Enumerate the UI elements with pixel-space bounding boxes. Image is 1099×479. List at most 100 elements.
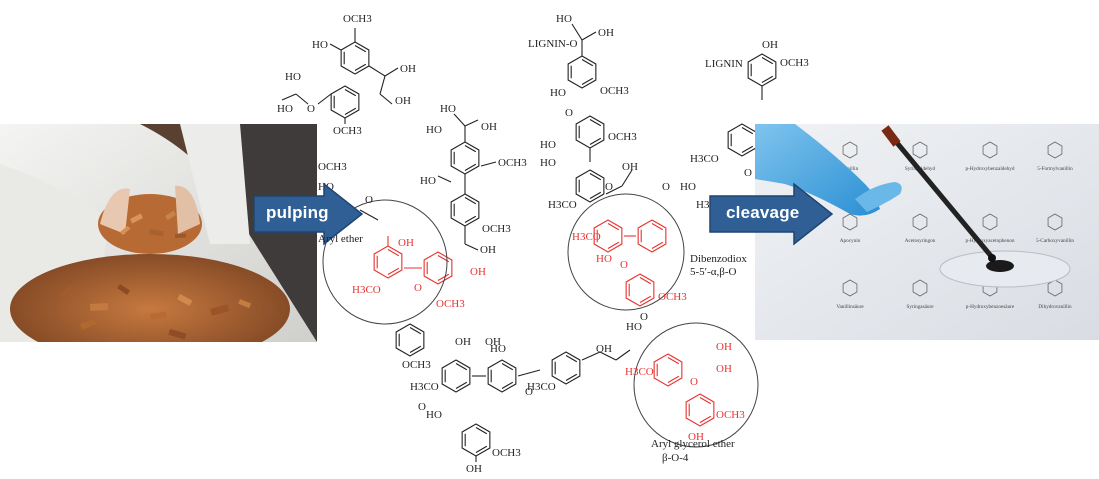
group-label-oh: OH [622, 161, 638, 173]
bond [480, 161, 497, 167]
highlighted-ring [625, 273, 655, 307]
aromatic-double-bond [651, 223, 664, 231]
aromatic-double-bond [455, 381, 468, 389]
group-label-ho: HO [490, 343, 506, 355]
group-label-ho: HO [285, 71, 301, 83]
product-structure-sketch [912, 279, 928, 297]
group-label-ho: HO [556, 13, 572, 25]
product-structure-sketch [982, 213, 998, 231]
highlighted-ring [637, 219, 667, 253]
group-label-och3: OCH3 [780, 57, 809, 69]
aromatic-double-bond [464, 145, 477, 153]
bond [368, 65, 386, 77]
aromatic-double-bond [761, 75, 774, 83]
group-label-ho: HO [277, 103, 293, 115]
wood-chips-photo [0, 124, 317, 342]
aromatic-double-bond [354, 63, 367, 71]
bond [464, 119, 479, 127]
group-label-h3co: H3CO [625, 366, 654, 378]
group-label-ho: HO [540, 139, 556, 151]
group-label-och3: OCH3 [436, 298, 465, 310]
aromatic-ring [340, 41, 370, 75]
aromatic-double-bond [501, 363, 514, 371]
aromatic-double-bond [501, 381, 514, 389]
aromatic-ring [727, 123, 757, 157]
group-label-oh: OH [598, 27, 614, 39]
bond [317, 93, 332, 105]
wood-chip [120, 225, 131, 236]
aromatic-ring [551, 351, 581, 385]
group-label-och3: OCH3 [608, 131, 637, 143]
lignin-products-photo: VanillinSyringaldehydp-Hydroxybenzaldehy… [755, 124, 1099, 340]
aryl-ether-highlight-circle [322, 199, 448, 325]
group-label-oh: OH [596, 343, 612, 355]
aromatic-ring [575, 115, 605, 149]
group-label-ho: HO [426, 124, 442, 136]
aromatic-double-bond [344, 89, 357, 97]
aromatic-ring [487, 359, 517, 393]
group-label-ho: HO [420, 175, 436, 187]
product-structure-sketch [1047, 141, 1063, 159]
group-label-o: O [620, 259, 628, 271]
bond [571, 23, 583, 41]
group-label-o: O [640, 311, 648, 323]
group-label-oh: OH [485, 336, 501, 348]
bond [517, 369, 541, 377]
wood-chip [168, 329, 187, 340]
aromatic-double-bond [437, 273, 450, 281]
bond [359, 209, 379, 221]
aromatic-double-bond [344, 107, 357, 115]
products-image: VanillinSyringaldehydp-Hydroxybenzaldehy… [755, 124, 1099, 340]
highlighted-ring [685, 393, 715, 427]
aromatic-double-bond [475, 427, 488, 435]
product-structure-sketch [842, 141, 858, 159]
aromatic-double-bond [409, 345, 422, 353]
group-label-ho: HO [540, 157, 556, 169]
aromatic-double-bond [651, 241, 664, 249]
group-label-o: O [365, 194, 373, 206]
group-label-o: O [662, 181, 670, 193]
group-label-o: O [418, 401, 426, 413]
aromatic-ring [575, 169, 605, 203]
aromatic-double-bond [667, 357, 680, 365]
aromatic-ring [441, 359, 471, 393]
aromatic-double-bond [639, 277, 652, 285]
product-label: Dihydrovanillin [1038, 304, 1072, 310]
group-label-och3: OCH3 [658, 291, 687, 303]
bond [621, 169, 633, 187]
aromatic-double-bond [475, 445, 488, 453]
group-label-oh: OH [455, 336, 471, 348]
product-structure-sketch [912, 213, 928, 231]
group-label-och3: OCH3 [343, 13, 372, 25]
group-label-o: O [605, 181, 613, 193]
group-label-h3co: H3CO [690, 153, 719, 165]
bond [295, 93, 309, 105]
aromatic-double-bond [741, 127, 754, 135]
group-label-och3: OCH3 [492, 447, 521, 459]
highlighted-ring [593, 219, 623, 253]
bond [581, 351, 601, 361]
product-label: p-Hydroxybenzaldehyd [966, 166, 1015, 172]
product-structure-sketch [842, 213, 858, 231]
wood-chips-image [0, 124, 317, 342]
bond [384, 67, 399, 77]
aromatic-double-bond [354, 45, 367, 53]
product-label: 5-Formylvanillin [1037, 166, 1073, 172]
product-label: 5-Carboxyvanillin [1036, 238, 1074, 244]
group-label-och3: OCH3 [482, 223, 511, 235]
product-label: Acetosyringon [905, 238, 936, 244]
product-label: Vanillin [842, 166, 859, 172]
aromatic-ring [395, 323, 425, 357]
group-label-oh: OH [481, 121, 497, 133]
group-label-oh: OH [470, 266, 486, 278]
group-label-h3co: H3CO [572, 231, 601, 243]
group-label-och3: OCH3 [402, 359, 431, 371]
bond [379, 75, 386, 95]
group-label-och3: OCH3 [333, 125, 362, 137]
group-label-ho: HO [440, 103, 456, 115]
aromatic-double-bond [667, 375, 680, 383]
aromatic-double-bond [639, 295, 652, 303]
group-label-oh: OH [762, 39, 778, 51]
aromatic-double-bond [464, 197, 477, 205]
